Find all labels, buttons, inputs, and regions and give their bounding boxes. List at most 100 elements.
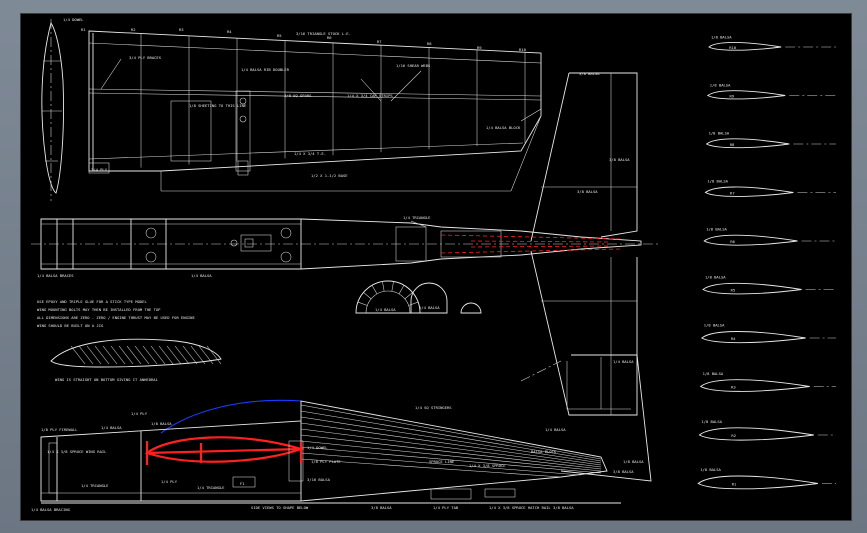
label-fuse-triangle: 1/4 TRIANGLE bbox=[403, 215, 431, 220]
fuselage-side-outline bbox=[40, 400, 608, 502]
rib-hatch-line bbox=[110, 345, 126, 365]
label-shear-webs: 1/16 SHEAR WEBS bbox=[396, 63, 431, 68]
label-side-balsa-6: 3/8 BALSA bbox=[553, 505, 574, 510]
rib-hatch-line bbox=[198, 345, 214, 365]
rib-section: 1/8 BALSA R5 bbox=[702, 275, 836, 295]
label-hatch-rail: 1/4 X 3/8 SPRUCE HATCH RAIL bbox=[489, 505, 551, 510]
rib-sample-airfoil bbox=[50, 338, 222, 368]
build-note-2: WING MOUNTING BOLTS MAY THEN BE INSTALLE… bbox=[37, 307, 161, 312]
build-note-3: ALL DIMENSIONS ARE ZERO - ZERO / ENGINE … bbox=[37, 315, 195, 320]
label-ply-braces: 3/4 PLY BRACES bbox=[129, 55, 162, 60]
rib-number-label: R1 bbox=[732, 482, 737, 487]
rib-material-label: 1/8 BALSA bbox=[711, 34, 732, 39]
rib-airfoil-outline bbox=[705, 138, 790, 149]
rib-section: 1/8 BALSA R4 bbox=[700, 323, 836, 344]
label-side-ply: 1/4 PLY bbox=[131, 411, 148, 416]
label-side-dowel: 1/4 DOWEL bbox=[307, 445, 328, 450]
rib-hatch-line bbox=[142, 345, 158, 365]
rib-hatch-line bbox=[102, 345, 118, 365]
fuselage-top-view bbox=[31, 218, 661, 270]
rib-airfoil-outline bbox=[704, 186, 794, 197]
rib-material-label: 1/8 BALSA bbox=[705, 275, 726, 280]
label-stab-2: 3/8 BALSA bbox=[609, 157, 630, 162]
label-stab-1: 3/8 BALSA bbox=[579, 71, 600, 76]
label-fuse-balsa: 1/4 BALSA bbox=[191, 273, 212, 278]
rib-hatch-line bbox=[78, 345, 94, 365]
rib-section: 1/8 BALSA R8 bbox=[705, 130, 836, 149]
rib-airfoil-outline bbox=[697, 475, 818, 490]
rib-station-r1: R1 bbox=[81, 27, 86, 32]
build-note-1: USE EPOXY AND TRIPLE GLUE FOR A STICK TY… bbox=[37, 299, 147, 304]
rib-airfoil-outline bbox=[708, 42, 782, 51]
former-notch bbox=[357, 301, 368, 306]
rib-material-label: 1/8 BALSA bbox=[709, 130, 730, 135]
build-note-4: WING SHOULD BE BUILT ON A JIG bbox=[37, 323, 104, 328]
rib-hatch-line bbox=[70, 345, 86, 365]
label-side-balsa: 1/4 BALSA bbox=[101, 425, 122, 430]
rib-number-label: R4 bbox=[731, 336, 736, 341]
label-side-triangle: 1/4 TRIANGLE bbox=[81, 483, 109, 488]
label-spruce: 1/4 X 3/8 SPRUCE bbox=[469, 463, 506, 468]
wing-outline bbox=[88, 30, 542, 172]
rib-number-label: R5 bbox=[731, 288, 736, 293]
rib-material-label: 1/8 BALSA bbox=[706, 227, 727, 232]
formers bbox=[355, 280, 482, 314]
label-stab-3: 3/8 BALSA bbox=[577, 189, 598, 194]
label-fin-balsa: 1/8 BALSA bbox=[623, 459, 644, 464]
former-notch bbox=[398, 285, 405, 295]
former-notch bbox=[391, 281, 394, 292]
former-notch bbox=[404, 292, 413, 300]
rib-number-label: R3 bbox=[731, 385, 736, 390]
rib-station-r6: R6 bbox=[327, 35, 332, 40]
rib-number-label: R9 bbox=[729, 94, 734, 99]
label-bracing: 1/4 BALSA BRACING bbox=[31, 507, 71, 512]
rib-station-r7: R7 bbox=[377, 39, 382, 44]
rib-station-r10: R10 bbox=[519, 47, 527, 52]
rib-material-label: 1/8 BALSA bbox=[701, 419, 722, 424]
label-ply-plate: 1/8 PLY PLATE bbox=[311, 459, 341, 464]
rib-hatch-line bbox=[126, 345, 142, 365]
stabilizer-plan bbox=[530, 72, 638, 416]
label-side-balsa-3: 3/16 BALSA bbox=[307, 477, 331, 482]
rib-number-label: R10 bbox=[729, 45, 737, 50]
label-spruce-line: SPRUCE LINE bbox=[429, 459, 455, 464]
label-cap-strips: 1/4 X 3/4 CAP STRIPS bbox=[347, 93, 393, 98]
rib-hatch-line bbox=[134, 345, 150, 365]
label-balsa-braces: 1/4 BALSA BRACES bbox=[37, 273, 74, 278]
rib-station-r2: R2 bbox=[131, 27, 136, 32]
rib-hatch-line bbox=[190, 345, 206, 365]
rib-hatch-line bbox=[118, 345, 134, 365]
rib-material-label: 1/8 BALSA bbox=[707, 179, 728, 184]
rib-hatch-line bbox=[166, 345, 182, 365]
rib-number-label: R8 bbox=[730, 142, 735, 147]
rib-note: WING IS STRAIGHT ON BOTTOM GIVING IT ANH… bbox=[55, 377, 159, 382]
rib-station-r4: R4 bbox=[227, 29, 232, 34]
rib-number-label: R6 bbox=[730, 239, 735, 244]
label-balsa-block-2: BALSA BLOCK bbox=[531, 449, 557, 454]
label-side-ply-2: 1/4 PLY bbox=[161, 479, 178, 484]
label-fin: 1/4 BALSA bbox=[613, 359, 634, 364]
rib-station-r5: R5 bbox=[277, 33, 282, 38]
rib-station-r8: R8 bbox=[427, 41, 432, 46]
label-ply: 3/4 PLY bbox=[91, 167, 108, 172]
label-former-2: 1/4 BALSA bbox=[419, 305, 440, 310]
label-stringers: 1/4 SQ STRINGERS bbox=[415, 405, 452, 410]
label-spars: 3/8 SQ SPARS bbox=[284, 93, 312, 98]
former-notch bbox=[382, 281, 385, 292]
rib-number-label: R2 bbox=[731, 433, 736, 438]
rib-material-label: 1/8 BALSA bbox=[704, 323, 725, 328]
rib-hatch-line bbox=[182, 345, 198, 365]
label-side-triangle-2: 1/4 TRIANGLE bbox=[197, 485, 225, 490]
label-fin-balsa-2: 3/8 BALSA bbox=[613, 469, 634, 474]
rib-airfoil-outline bbox=[706, 90, 786, 100]
rib-material-label: 1/8 BALSA bbox=[703, 371, 724, 376]
rib-hatch-line bbox=[86, 345, 102, 365]
label-former-1: 1/4 BALSA bbox=[375, 307, 396, 312]
former-medium bbox=[410, 282, 448, 314]
